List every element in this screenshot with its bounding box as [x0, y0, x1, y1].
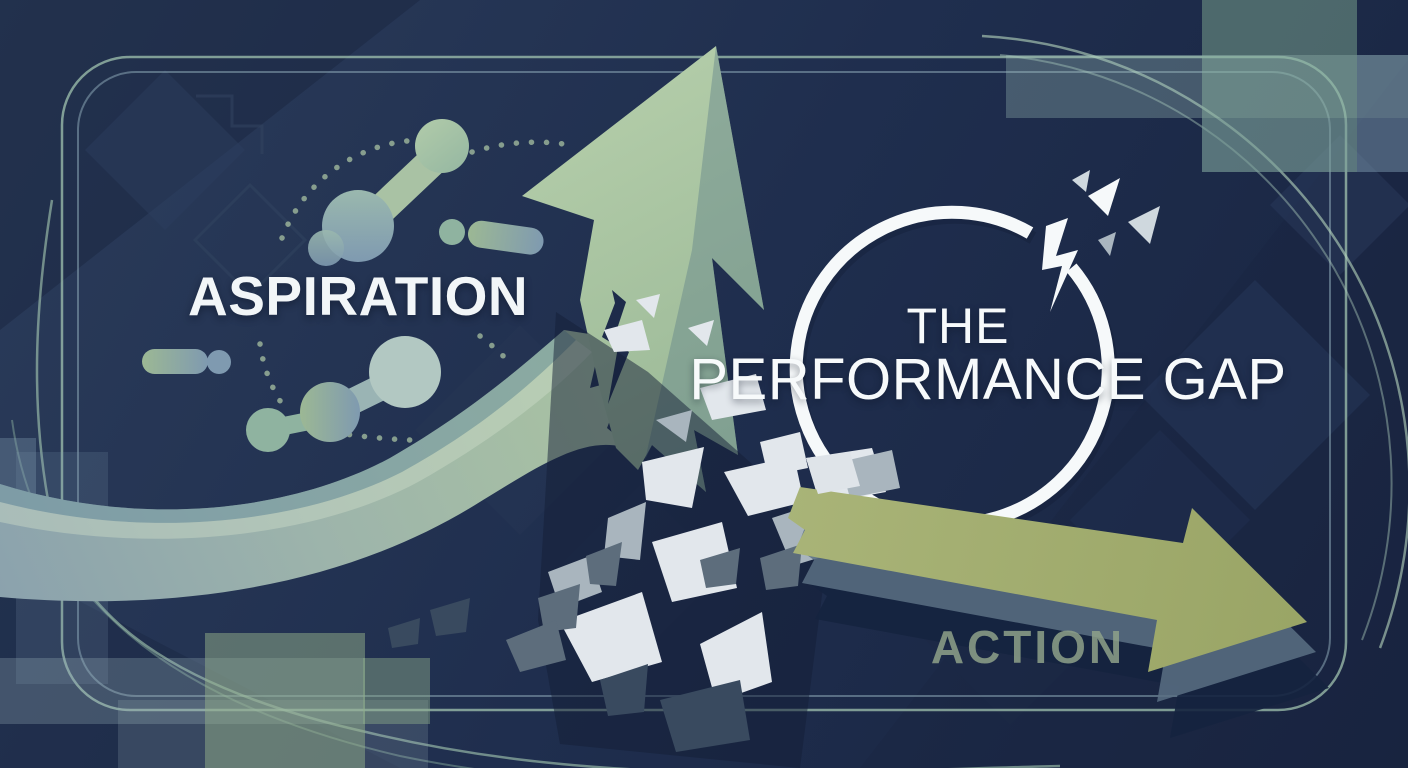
downward-arrow-icon [788, 452, 1329, 738]
title-line-1: THE [906, 298, 1010, 354]
upward-arrow-icon [0, 330, 636, 602]
title-line-2: PERFORMANCE GAP [689, 347, 1287, 412]
aspiration-label: ASPIRATION [188, 265, 529, 327]
fragment-over-arrow [806, 452, 860, 494]
circle-crack-shards [1042, 170, 1160, 312]
action-label: ACTION [930, 621, 1126, 673]
molecule-motif-icon [142, 119, 544, 452]
